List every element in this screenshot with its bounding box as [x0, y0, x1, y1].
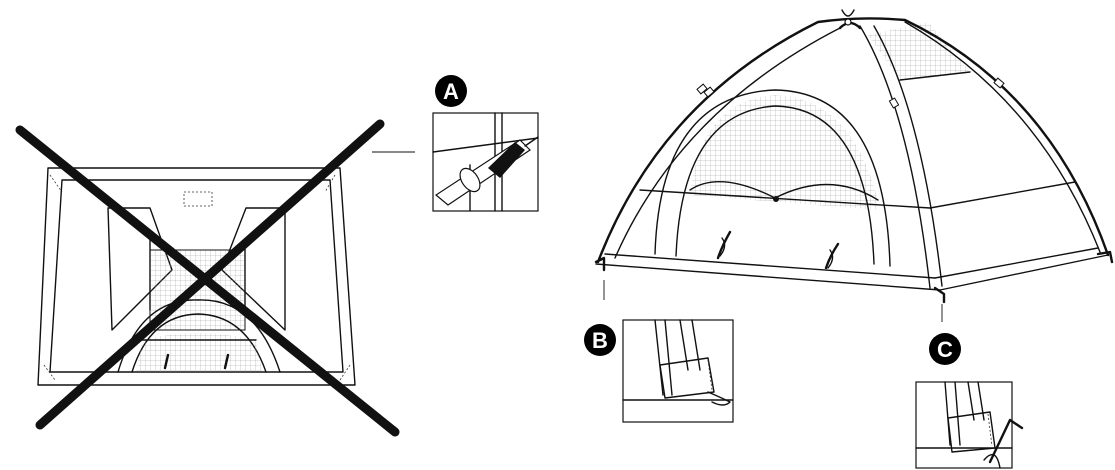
callout-c-label: C: [937, 337, 953, 362]
crossed-pole-2: [35, 119, 385, 430]
corner-stake-c: [933, 286, 946, 304]
tent-stake-c: [988, 418, 1024, 464]
corner-stake-right: [1096, 250, 1114, 264]
door-outline: [654, 89, 891, 267]
door-frame-inner: [675, 105, 875, 265]
detail-panel-b: [622, 319, 734, 423]
callout-b-label: B: [592, 328, 608, 353]
apex-loop: [841, 9, 855, 17]
incorrect-setup-illustration: [15, 119, 415, 437]
pocket-strap-b: [707, 391, 731, 406]
door-arch-outer: [117, 299, 281, 373]
front-pole-sleeve: [859, 25, 931, 289]
zipper-pull-right: [824, 242, 840, 270]
callout-a-badge: [435, 75, 467, 107]
corner-stake-b: [594, 256, 606, 272]
corner-pocket-b: [659, 357, 715, 399]
stake-loop-c: [983, 453, 1001, 469]
vent-window: [183, 191, 213, 207]
callout-c-badge: [929, 333, 961, 365]
pole-tip-a: [488, 142, 525, 178]
callout-a-label: A: [443, 79, 459, 104]
tent-floor-outline: [37, 167, 356, 386]
tent-wall-outline: [49, 179, 344, 373]
tent-base-front: [595, 263, 941, 291]
callout-c-group: C: [915, 333, 1024, 469]
tent-base-side: [939, 254, 1109, 291]
callout-b-badge: [584, 324, 616, 356]
zipper-pull-left: [716, 230, 732, 260]
callout-a-group: A: [432, 75, 539, 212]
door-mesh-panel: [690, 95, 880, 210]
assembled-tent-illustration: [594, 9, 1114, 322]
detail-panel-c: [915, 381, 1013, 469]
callout-b-group: B: [584, 319, 734, 423]
tent-outer-profile: [596, 17, 1110, 264]
